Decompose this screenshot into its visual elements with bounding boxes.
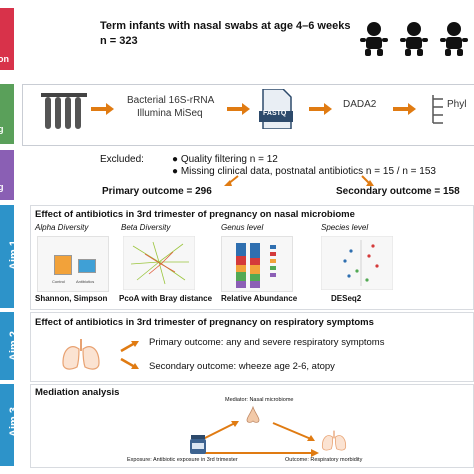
baby-icon [400, 22, 428, 56]
alpha-diversity-plot: Control Antibiotics [37, 236, 109, 292]
aim1-box: Effect of antibiotics in 3rd trimester o… [30, 205, 474, 310]
stacked-bar-segment [236, 281, 246, 288]
sequencing-line1: Bacterial 16S-rRNA [127, 95, 215, 106]
fastq-label: FASTQ [263, 110, 287, 117]
outcome-label: Outcome: Respiratory morbidity [285, 457, 363, 463]
genus-level-plot [221, 236, 293, 292]
phylogeny-icon [432, 95, 443, 124]
exclusion-item-text: Missing clinical data, postnatal antibio… [180, 166, 436, 177]
lungs-icon [321, 430, 347, 451]
aim1-panel-alpha: Alpha Diversity [35, 223, 89, 232]
lungs-icon [62, 339, 100, 370]
stacked-bar-segment [250, 274, 260, 281]
aim3-side-label: Aim 3 [8, 407, 20, 437]
pill-bottle-icon [190, 435, 206, 454]
aim1-caption-beta: PcoA with Bray distance [119, 294, 213, 303]
cohort-side-tag: on [0, 54, 9, 64]
exclusion-strip: g [0, 150, 14, 200]
aim1-caption-alpha: Shannon, Simpson [35, 294, 108, 303]
pipeline-arrow [393, 103, 416, 115]
boxplot-box [54, 255, 72, 275]
pipeline-box: Bacterial 16S-rRNA Illumina MiSeq FASTQ … [22, 84, 474, 146]
pipeline-arrow [227, 103, 250, 115]
dada2-label: DADA2 [343, 99, 377, 110]
aim1-side-label: Aim 1 [8, 240, 20, 270]
exclusion-panel: Excluded: ● Quality filtering n = 12 ● M… [30, 150, 474, 200]
cohort-title: Term infants with nasal swabs at age 4–6… [100, 20, 351, 32]
pipeline-strip: g [0, 84, 14, 144]
aim1-caption-genus: Relative Abundance [221, 294, 298, 303]
stacked-bar-segment [250, 258, 260, 265]
stacked-bars [236, 243, 266, 288]
mediator-label: Mediator: Nasal microbiome [225, 397, 294, 403]
exposure-label: Exposure: Antibiotic exposure in 3rd tri… [127, 457, 238, 463]
aim1-title: Effect of antibiotics in 3rd trimester o… [35, 209, 355, 220]
stacked-bar-segment [250, 243, 260, 258]
aim1-caption-species: DESeq2 [331, 294, 362, 303]
primary-outcome-count: Primary outcome = 296 [102, 186, 212, 197]
cohort-count: n = 323 [100, 35, 138, 47]
aim2-secondary-outcome: Secondary outcome: wheeze age 2-6, atopy [149, 361, 335, 372]
secondary-outcome-count: Secondary outcome = 158 [336, 186, 460, 197]
aim3-strip: Aim 3 [0, 384, 20, 466]
exclusion-item-text: Quality filtering n = 12 [180, 154, 278, 165]
aim1-panel-genus: Genus level [221, 223, 264, 232]
aim3-title: Mediation analysis [35, 387, 120, 398]
baby-icon [440, 22, 468, 56]
legend-swatch [270, 273, 276, 277]
aim2-title: Effect of antibiotics in 3rd trimester o… [35, 317, 374, 328]
nose-icon [246, 405, 260, 423]
legend-swatch [270, 245, 276, 249]
phyl-label: Phyl [447, 99, 467, 110]
aim2-arrows [120, 341, 139, 369]
exclusion-item: ● Quality filtering n = 12 [172, 154, 278, 165]
legend-swatch [270, 259, 276, 263]
exclusion-arrows [224, 175, 374, 186]
pipeline-side-tag: g [0, 124, 4, 134]
fastq-file-icon [259, 89, 293, 129]
aim1-strip: Aim 1 [0, 205, 20, 308]
stacked-bar-segment [236, 243, 246, 256]
cohort-strip: on [0, 8, 14, 70]
baby-icons [360, 22, 468, 56]
aim1-panel-species: Species level [321, 223, 369, 232]
stacked-bar-segment [236, 265, 246, 272]
beta-diversity-plot [123, 236, 195, 290]
cohort-box: Term infants with nasal swabs at age 4–6… [30, 8, 472, 70]
sequencing-line2: Illumina MiSeq [137, 108, 203, 119]
aim1-panel-beta: Beta Diversity [121, 223, 171, 232]
boxplot-box [78, 259, 96, 273]
aim2-primary-outcome: Primary outcome: any and severe respirat… [149, 337, 385, 348]
stacked-bar-segment [236, 256, 246, 265]
exclusion-item: ● Missing clinical data, postnatal antib… [172, 166, 436, 177]
aim2-strip: Aim 2 [0, 312, 20, 380]
legend-swatch [270, 266, 276, 270]
stacked-bar-segment [250, 265, 260, 274]
aim3-box: Mediation analysis Mediator: Nasal micro… [30, 384, 474, 468]
legend-swatches [270, 245, 288, 283]
baby-icon [360, 22, 388, 56]
exclusion-side-tag: g [0, 182, 4, 192]
stacked-bar-segment [250, 281, 260, 288]
stacked-bar-segment [236, 272, 246, 281]
species-level-plot [321, 236, 393, 290]
boxplot-group-label: Antibiotics [76, 279, 95, 284]
pipeline-arrow [91, 103, 114, 115]
legend-swatch [270, 252, 276, 256]
test-tubes-icon [41, 93, 87, 129]
aim2-box: Effect of antibiotics in 3rd trimester o… [30, 312, 474, 382]
excluded-label: Excluded: [100, 154, 144, 165]
boxplot-group-label: Control [52, 279, 65, 284]
aim2-side-label: Aim 2 [8, 331, 20, 361]
pipeline-arrow [309, 103, 332, 115]
